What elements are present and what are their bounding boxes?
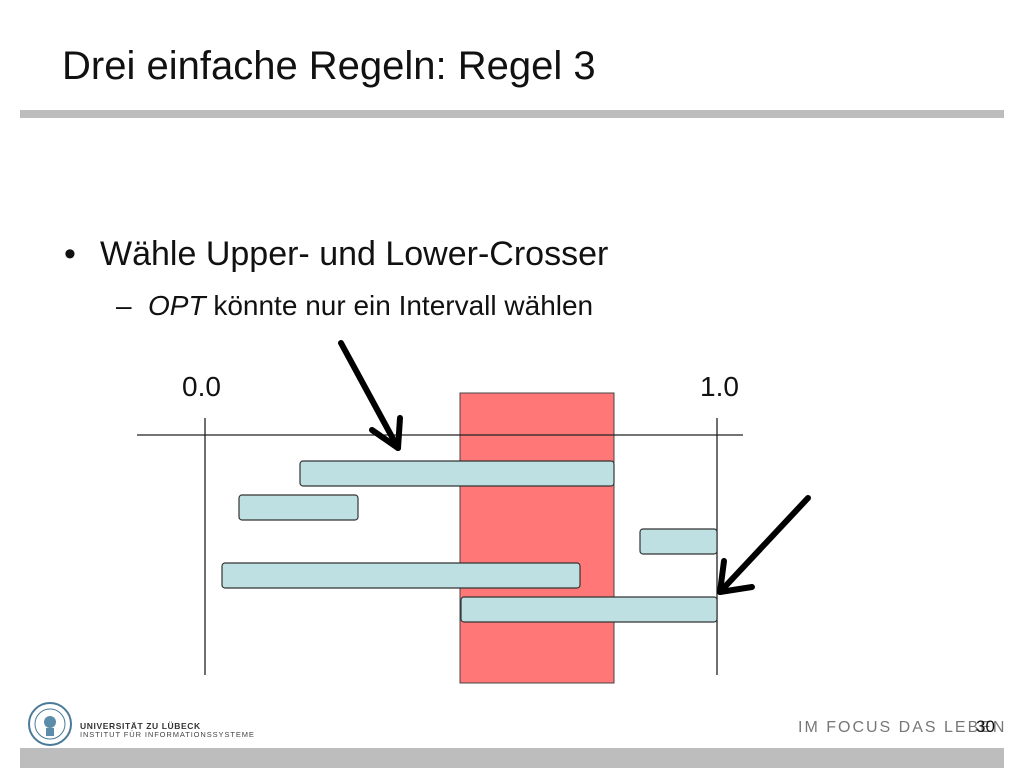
interval-bar [221, 562, 581, 589]
footer-motto: IM FOCUS DAS LEBEN [798, 719, 1007, 736]
interval-bar [299, 460, 615, 487]
axis-label-left: 0.0 [182, 371, 221, 402]
title-divider [20, 110, 1004, 118]
sub-bullet-item: –OPT könnte nur ein Intervall wählen [116, 286, 593, 326]
university-seal-icon [28, 702, 72, 746]
interval-bar [639, 528, 718, 555]
bullet-item: • Wähle Upper- und Lower-Crosser [64, 232, 608, 276]
highlight-region [459, 392, 615, 684]
axis-label-right: 1.0 [700, 371, 739, 402]
institute-name: INSTITUT FÜR INFORMATIONSSYSTEME [80, 730, 255, 739]
sub-bullet-text: könnte nur ein Intervall wählen [205, 290, 594, 321]
footer-bar [20, 748, 1004, 768]
bullet-text: Wähle Upper- und Lower-Crosser [100, 235, 609, 273]
interval-bar [460, 596, 718, 623]
slide-title: Drei einfache Regeln: Regel 3 [62, 44, 596, 88]
university-name: UNIVERSITÄT ZU LÜBECK [80, 721, 201, 731]
interval-bar [238, 494, 359, 521]
arrow-upper-crosser [338, 340, 403, 451]
page-number: 30 [976, 717, 995, 736]
bullet-dot: • [64, 235, 76, 273]
sub-bullet-emphasis: OPT [148, 290, 206, 321]
arrow-lower-crosser [717, 495, 811, 595]
sub-bullet-dash: – [116, 290, 132, 321]
